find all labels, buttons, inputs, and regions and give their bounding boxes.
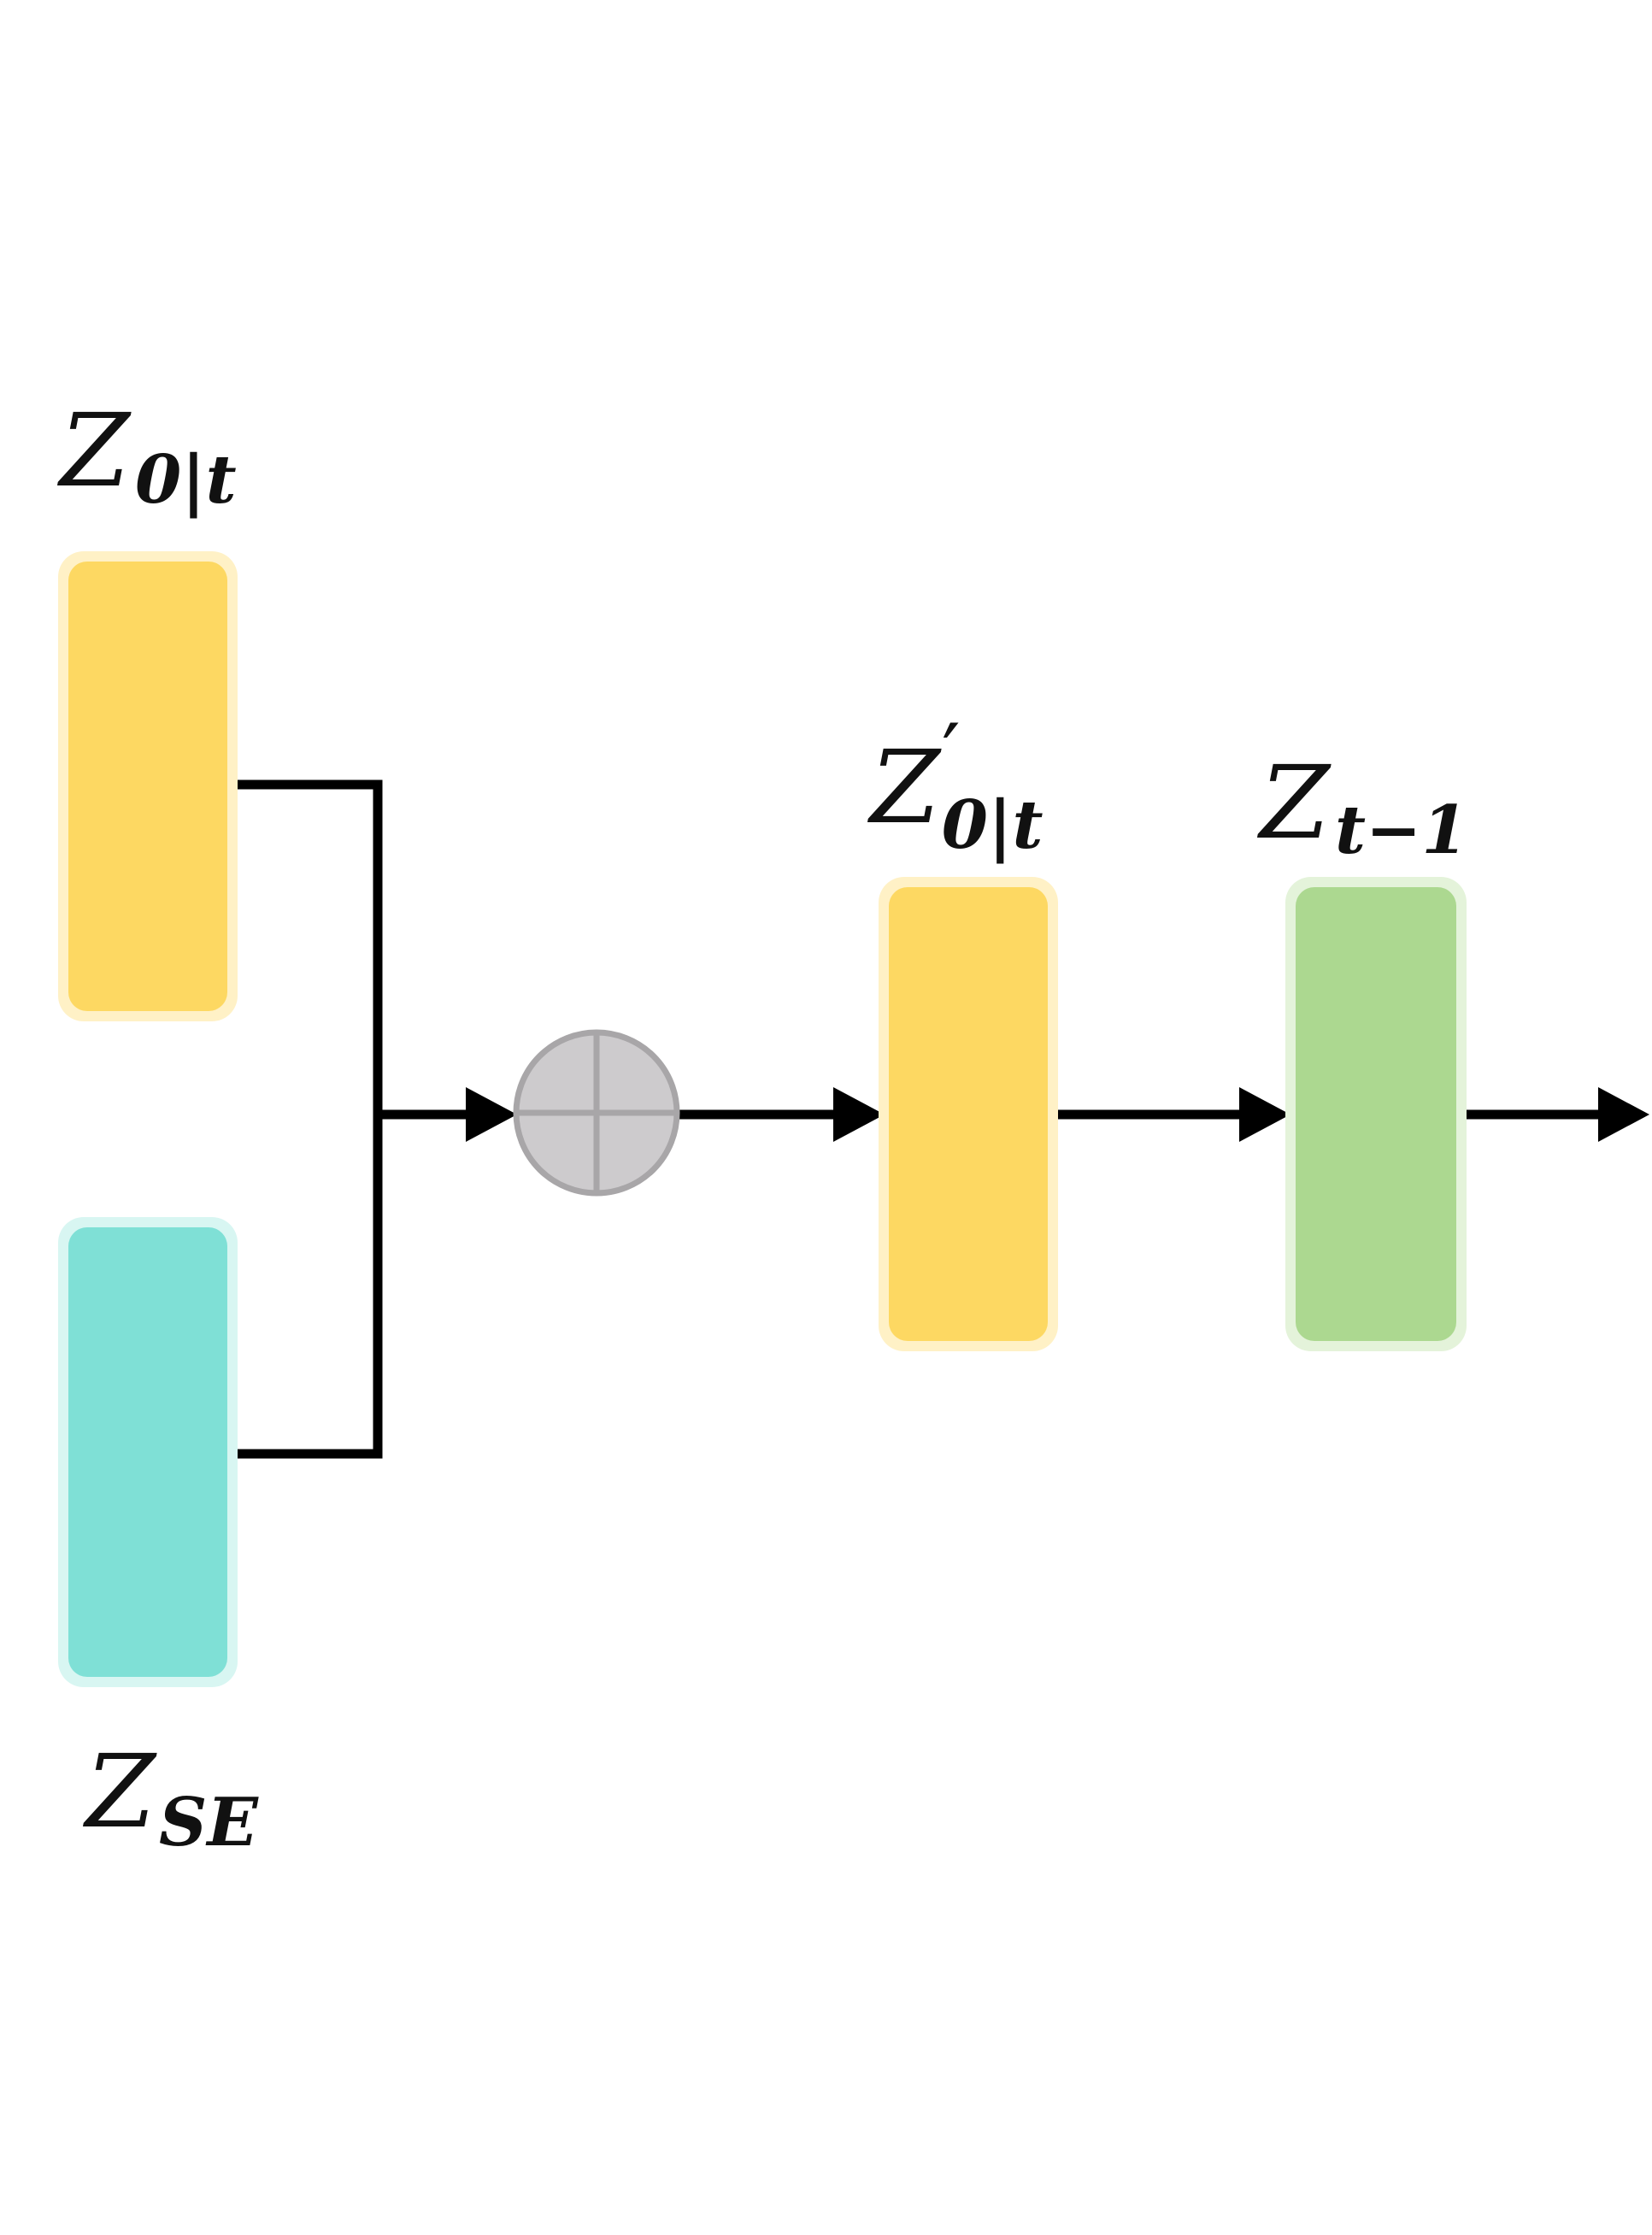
zse-block-body (68, 1227, 227, 1677)
zt-minus-1-label-sub: t−1 (1335, 791, 1468, 869)
arrowhead-to-z0t-prime (833, 1087, 885, 1142)
zt-minus-1-label-main: Z (1256, 744, 1332, 862)
arrowhead-to-zt-minus-1 (1239, 1087, 1290, 1142)
zt-minus-1-block-body (1296, 887, 1456, 1341)
z0t-prime-block (879, 877, 1058, 1351)
z0t-label-main: Z (56, 391, 132, 509)
z0t-prime-label-sub: 0|t (942, 786, 1044, 864)
plus-circle-icon (513, 1029, 680, 1197)
z0t-prime-label: Z′0|t (867, 707, 1043, 864)
z0t-prime-block-body (889, 887, 1048, 1341)
z0t-block (58, 551, 238, 1021)
zse-label-main: Z (82, 1732, 157, 1850)
zse-label: ZSE (82, 1732, 259, 1862)
z0t-label: Z0|t (56, 391, 237, 519)
z0t-prime-label-prime: ′ (942, 707, 961, 803)
arrowhead-to-sum (466, 1087, 517, 1142)
zse-label-sub: SE (159, 1784, 259, 1862)
z0t-block-body (68, 562, 227, 1011)
zt-minus-1-label: Zt−1 (1256, 744, 1468, 869)
z0t-label-sub: 0|t (135, 441, 237, 519)
arrowhead-output (1598, 1087, 1649, 1142)
zt-minus-1-block (1285, 877, 1467, 1351)
connectors (235, 779, 1598, 1459)
arrowheads (466, 1087, 1649, 1142)
z0t-prime-label-main: Z (867, 728, 942, 846)
zse-block (58, 1217, 238, 1687)
z0t-to-junction-line (235, 779, 383, 1459)
